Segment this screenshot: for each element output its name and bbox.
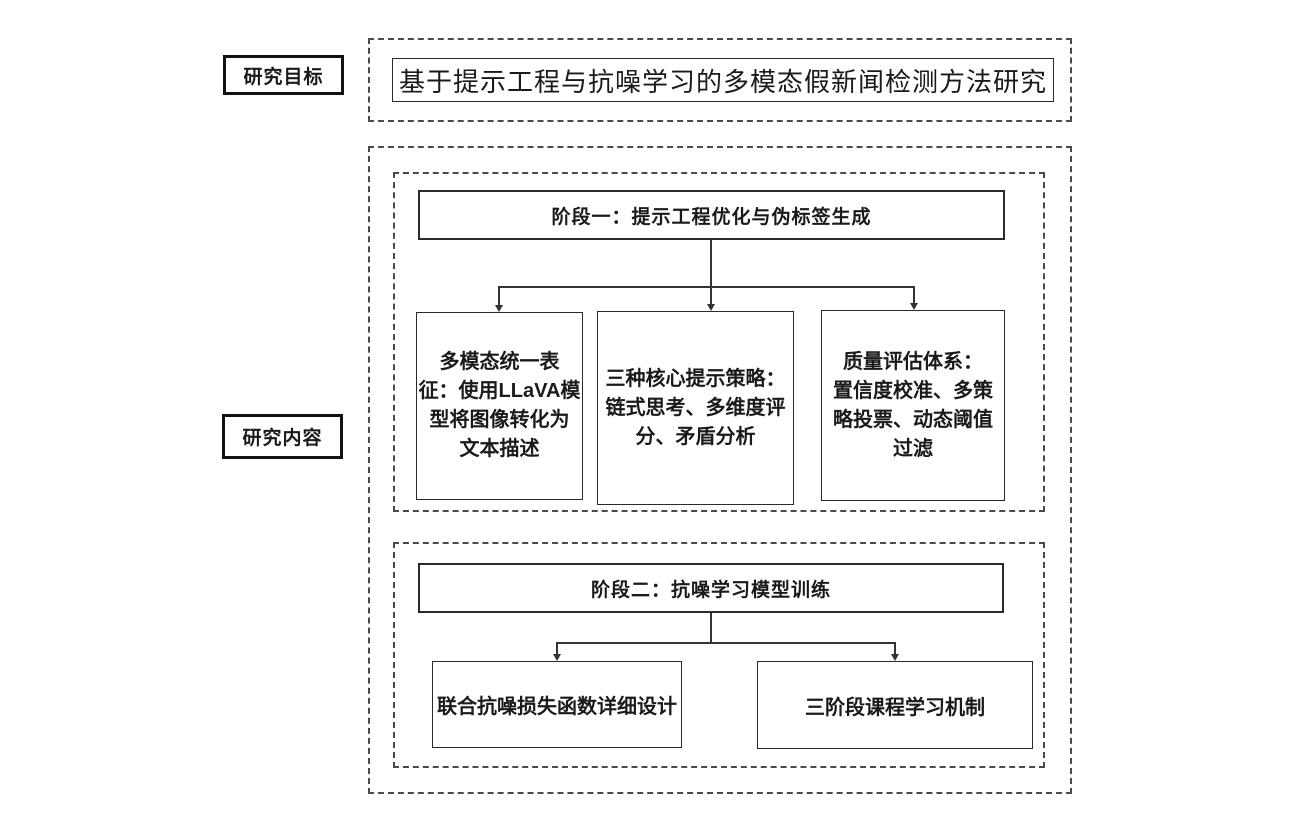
arrow-down-icon (553, 654, 561, 661)
arrow-down-icon (891, 654, 899, 661)
stage2-item-loss-function: 联合抗噪损失函数详细设计 (432, 661, 682, 748)
stage1-item-prompt-strategies: 三种核心提示策略： 链式思考、多维度评 分、矛盾分析 (597, 311, 794, 505)
arrow-down-icon (495, 305, 503, 312)
stage1-item-quality-assessment: 质量评估体系： 置信度校准、多策 略投票、动态阈值 过滤 (821, 310, 1005, 501)
stage2-item-text: 三阶段课程学习机制 (805, 696, 985, 719)
stage1-item-text: 多模态统一表 征：使用LLaVA模 型将图像转化为 文本描述 (418, 351, 581, 460)
arrow-down-icon (910, 303, 918, 310)
research-title-box: 基于提示工程与抗噪学习的多模态假新闻检测方法研究 (392, 58, 1054, 102)
research-goal-label-box: 研究目标 (223, 55, 344, 95)
research-content-label: 研究内容 (242, 428, 323, 449)
stage2-header-box: 阶段二：抗噪学习模型训练 (418, 563, 1004, 613)
stage1-dashed-container (393, 172, 1045, 512)
stage1-item-text: 三种核心提示策略： 链式思考、多维度评 分、矛盾分析 (605, 367, 786, 448)
stage1-item-multimodal-representation: 多模态统一表 征：使用LLaVA模 型将图像转化为 文本描述 (416, 312, 583, 500)
stage1-connector-drop-middle (710, 286, 712, 306)
stage2-connector-stem (710, 613, 712, 644)
stage1-connector-stem (710, 240, 712, 288)
stage1-connector-drop-left (498, 286, 500, 306)
research-title-dashed-container (368, 38, 1072, 122)
stage1-header: 阶段一：提示工程优化与伪标签生成 (551, 206, 872, 228)
stage2-header: 阶段二：抗噪学习模型训练 (590, 579, 831, 601)
stage2-item-curriculum-learning: 三阶段课程学习机制 (757, 661, 1033, 749)
stage1-connector-drop-right (913, 286, 915, 304)
stage2-item-text: 联合抗噪损失函数详细设计 (437, 696, 677, 718)
research-goal-label: 研究目标 (243, 66, 324, 88)
stage2-dashed-container (393, 542, 1045, 768)
research-content-dashed-container (368, 146, 1072, 794)
stage1-header-box: 阶段一：提示工程优化与伪标签生成 (418, 190, 1005, 240)
stage2-connector-branch (556, 642, 896, 644)
arrow-down-icon (707, 304, 715, 311)
stage1-item-text: 质量评估体系： 置信度校准、多策 略投票、动态阈值 过滤 (833, 350, 993, 460)
research-content-label-box: 研究内容 (222, 414, 343, 459)
stage2-connector-drop-left (556, 642, 558, 655)
research-title: 基于提示工程与抗噪学习的多模态假新闻检测方法研究 (398, 66, 1047, 97)
stage2-connector-drop-right (894, 642, 896, 655)
stage1-connector-branch (498, 286, 915, 288)
